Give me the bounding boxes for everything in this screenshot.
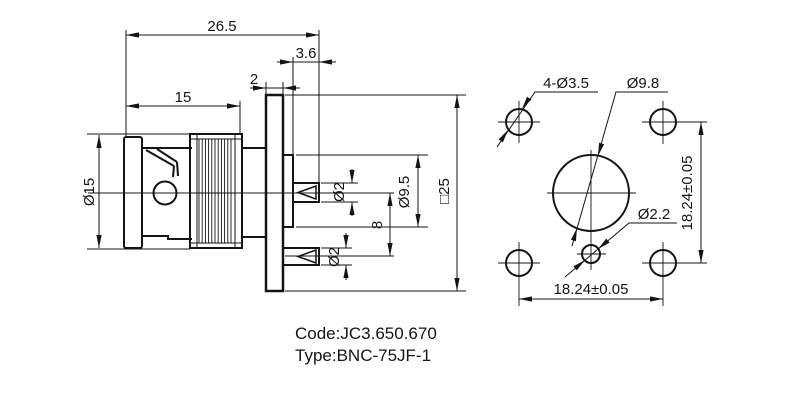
dim-terminal-spacing: 8 [369, 193, 393, 256]
dim-overall-length-label: 26.5 [207, 18, 236, 35]
dim-hole-spacing-vertical-label: 18.24±0.05 [679, 156, 696, 231]
knurled-ring [189, 133, 243, 249]
dim-upper-terminal-diameter-label: Ø2 [331, 182, 348, 202]
rear-view: 4-Ø3.5 Ø9.8 Ø2.2 18.24±0.05 18. [496, 75, 707, 306]
dim-coupling-diameter-label: Ø15 [81, 178, 98, 206]
coupling-ring [123, 136, 143, 249]
dim-upper-terminal-diameter: Ø2 [321, 169, 358, 216]
leader-ground-hole: Ø2.2 [564, 206, 677, 278]
crosshair-top-right [642, 101, 707, 144]
dim-front-section: 15 [126, 89, 241, 133]
caption: Code:JC3.650.670 Type:BNC-75JF-1 [295, 324, 437, 365]
leader-mounting-holes-label: 4-Ø3.5 [543, 75, 589, 92]
dim-insulator-diameter: Ø9.5 [296, 154, 428, 228]
dim-flange-thickness: 2 [250, 71, 300, 94]
dim-flange-thickness-label: 2 [250, 71, 258, 88]
caption-type: Type:BNC-75JF-1 [295, 346, 431, 365]
dim-terminal-spacing-label: 8 [369, 221, 386, 229]
upper-terminal-solder-cup [295, 184, 317, 201]
crosshair-bottom-left [498, 242, 540, 306]
dim-front-section-label: 15 [175, 89, 192, 106]
crosshair-bottom-right [642, 242, 707, 306]
crosshair-center [547, 150, 636, 270]
dim-hole-spacing-horizontal-label: 18.24±0.05 [554, 281, 629, 298]
dim-insulator-diameter-label: Ø9.5 [396, 176, 413, 209]
dim-terminal-protrusion-label: 3.6 [296, 45, 317, 62]
crosshair-top-left [498, 101, 540, 143]
leader-ground-hole-label: Ø2.2 [638, 206, 671, 223]
knurl-hatching [198, 139, 232, 243]
leader-mounting-holes: 4-Ø3.5 [496, 75, 598, 148]
bayonet-slot [145, 148, 179, 206]
dim-coupling-diameter: Ø15 [81, 133, 190, 250]
dim-terminal-protrusion: 3.6 [277, 45, 336, 154]
body-bottom-edge [142, 235, 192, 240]
rear-collar [241, 147, 267, 238]
dim-flange-square: □25 [285, 94, 466, 292]
dim-hole-spacing-vertical: 18.24±0.05 [679, 122, 704, 263]
leader-center-hole-label: Ø9.8 [627, 75, 660, 92]
upper-terminal [292, 182, 320, 203]
insulator-bushing [282, 154, 294, 228]
dim-overall-length: 26.5 [125, 18, 320, 183]
dim-lower-terminal-diameter: Ø2 [321, 233, 352, 280]
dim-lower-terminal-diameter-label: Ø2 [326, 247, 343, 267]
caption-code: Code:JC3.650.670 [295, 324, 437, 343]
lower-terminal-solder-cup [295, 248, 317, 265]
lower-terminal [282, 247, 320, 266]
dim-hole-spacing-horizontal: 18.24±0.05 [519, 281, 663, 302]
dim-flange-square-label: □25 [436, 178, 453, 204]
side-view [88, 93, 394, 293]
leader-center-hole: Ø9.8 [570, 75, 668, 247]
